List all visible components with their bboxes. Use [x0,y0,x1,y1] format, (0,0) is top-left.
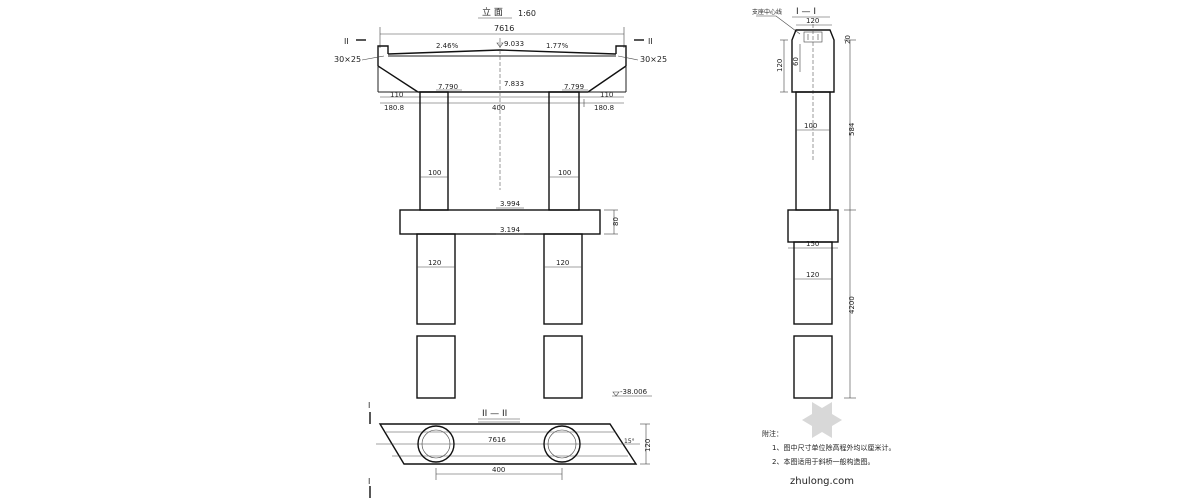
column-width-left: 100 [428,169,441,177]
section-mark-right: II [648,37,653,46]
section-i-view: I — I 支座中心线 120 20 120 60 100 150 120 [752,7,856,399]
pile-width-left: 120 [428,259,441,267]
section-i-col-width: 100 [804,122,817,130]
dim-spacing: 400 [492,104,505,112]
elevation-title: 立 面 [482,6,503,18]
watermark-text: zhulong.com [790,476,854,487]
section-ii-title: II — II [482,409,507,419]
section-i-dim-120-cap: 120 [776,59,784,72]
pile-right-lower [543,335,583,399]
slope-left-label: 2.46% [436,42,459,50]
cap-beam [377,38,627,190]
section-i-tie-width: 150 [806,240,819,248]
pile-left-lower [416,335,456,399]
beam-level-left: 7.790 [438,83,458,91]
section-ii-mark-top: I [368,401,370,410]
elevation-view: 立 面 1:60 7616 II [334,6,667,399]
pile-right-upper [543,233,583,325]
section-i-cap [791,29,835,93]
notes-heading: 附注： [762,429,783,438]
dim-overhang-left: 180.8 [384,104,404,112]
section-i-tie [787,209,839,243]
rebar-left-label: 30×25 [334,55,361,64]
elevation-scale: 1:60 [518,9,536,18]
top-width-label: 7616 [494,24,514,33]
tie-top-level: 3.994 [500,200,521,208]
section-mark-left: II [344,37,349,46]
pile-width-right: 120 [556,259,569,267]
section-ii-angle: 15° [624,438,635,445]
section-i-pile-upper [793,241,833,325]
watermark: zhulong.com [790,402,854,487]
tie-height-label: 80 [612,217,620,226]
note-item-2: 2、本图适用于斜桥一般构造图。 [772,457,874,466]
section-i-dim-20: 20 [844,35,852,44]
section-i-title: I — I [796,7,816,17]
section-ii-view: II — II I I 7616 120 15° 400 [368,401,652,498]
pile-tip-level: -38.006 [620,388,648,396]
column-width-right: 100 [558,169,571,177]
beam-level-right: 7.799 [564,83,584,91]
dim-110-right: 110 [600,91,613,99]
dim-overhang-right: 180.8 [594,104,614,112]
pile-left-upper [416,233,456,325]
note-item-1: 1、图中尺寸单位除高程外均以厘米计。 [772,443,895,452]
pile-section-left [417,425,455,463]
watermark-logo [802,402,842,438]
section-ii-width: 7616 [488,436,506,444]
dim-110-left: 110 [390,91,403,99]
section-ii-slab [378,423,638,465]
rebar-right-label: 30×25 [640,55,667,64]
column-right [548,91,580,211]
beam-level-center: 7.833 [504,80,524,88]
section-i-pile-lower [793,335,833,399]
section-i-dim-60: 60 [792,57,800,66]
section-ii-mark-bottom: I [368,477,370,486]
section-ii-depth: 120 [644,439,652,452]
pile-section-right [543,425,581,463]
top-width-dimension: 7616 [379,24,625,48]
crown-height-label: 9.033 [504,40,524,48]
section-i-dim-120-top: 120 [806,17,819,25]
section-i-pile-width: 120 [806,271,819,279]
section-i-pile-height: 4200 [848,296,856,314]
column-left [419,91,449,211]
bearing-centerline-label: 支座中心线 [752,8,782,16]
tie-bottom-level: 3.194 [500,226,521,234]
section-ii-spacing: 400 [492,466,505,474]
slope-right-label: 1.77% [546,42,569,50]
notes-block: 附注： 1、图中尺寸单位除高程外均以厘米计。 2、本图适用于斜桥一般构造图。 [762,429,895,466]
section-i-col-height: 584 [848,122,856,136]
